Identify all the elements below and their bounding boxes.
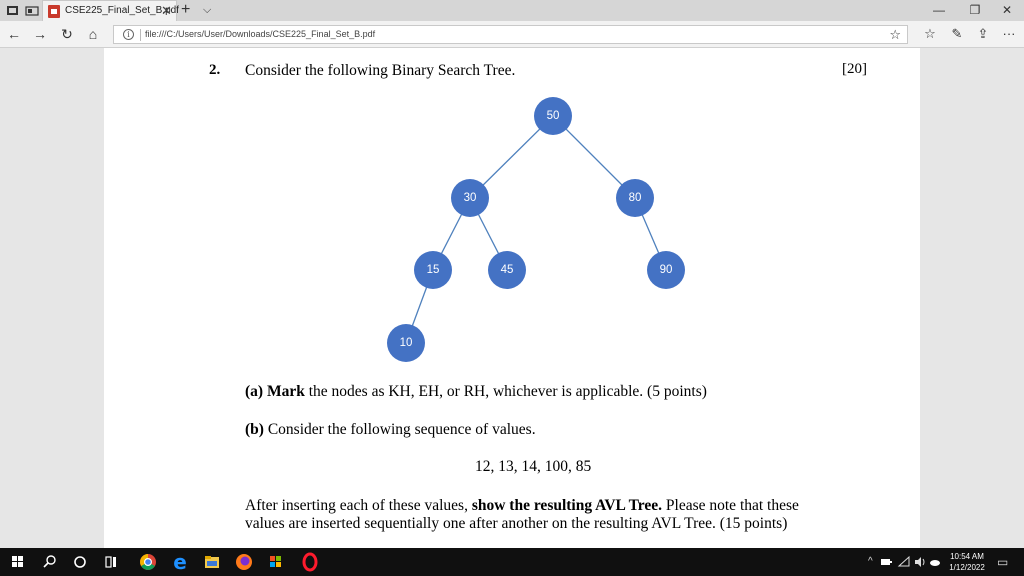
favorite-star-icon[interactable]: ☆ [889,27,901,42]
part-a-text: (a) Mark the nodes as KH, EH, or RH, whi… [245,383,707,401]
chrome-icon[interactable] [132,548,164,576]
tree-node-45 [488,251,526,289]
restore-button[interactable]: ❐ [969,3,981,17]
tree-node-10 [387,324,425,362]
tree-node-90 [647,251,685,289]
pdf-viewer[interactable]: 2. Consider the following Binary Search … [0,48,1024,548]
clock[interactable]: 10:54 AM 1/12/2022 [944,551,990,573]
refresh-button[interactable]: ↻ [61,26,73,42]
tree-node-30 [451,179,489,217]
address-divider [140,29,141,41]
value-sequence: 12, 13, 14, 100, 85 [475,458,592,475]
battery-icon[interactable] [878,548,894,576]
instruction-bold: show the resulting AVL Tree. [471,497,663,514]
clock-date: 1/12/2022 [949,563,985,572]
home-button[interactable]: ⌂ [88,26,98,42]
instruction-pre: After inserting each of these values, [245,497,472,514]
app-tiles-icon[interactable] [260,548,292,576]
wifi-icon[interactable] [896,548,912,576]
instruction-line-1: After inserting each of these values, sh… [245,497,799,515]
address-bar[interactable]: i file:///C:/Users/User/Downloads/CSE225… [113,25,908,44]
svg-text:e: e [173,550,187,574]
tree-node-label-50: 50 [547,110,560,122]
volume-icon[interactable] [912,548,928,576]
part-b-label: (b) [245,421,264,438]
part-a-bold: Mark [266,383,305,400]
active-tab[interactable]: CSE225_Final_Set_B.pdf ✕ [42,0,179,21]
instruction-line-2: values are inserted sequentially one aft… [245,515,788,532]
tree-node-50 [534,97,572,135]
part-b-text: (b) Consider the following sequence of v… [245,421,536,439]
minimize-button[interactable]: — [933,3,945,17]
pdf-icon [48,5,60,18]
part-b-body: Consider the following sequence of value… [263,421,536,438]
binary-search-tree-diagram: 50 30 80 15 45 90 10 [387,97,685,362]
pdf-page: 2. Consider the following Binary Search … [104,48,920,548]
back-button[interactable]: ← [7,26,21,42]
tray-chevron-icon[interactable]: ^ [868,556,873,567]
tree-node-label-45: 45 [501,264,514,276]
url-text[interactable]: file:///C:/Users/User/Downloads/CSE225_F… [145,29,376,39]
close-tab-icon[interactable]: ✕ [161,3,172,18]
part-a-label: (a) [245,383,264,400]
tree-node-15 [414,251,452,289]
share-icon[interactable]: ⇪ [977,26,989,41]
tree-node-label-10: 10 [400,337,413,349]
title-bar: CSE225_Final_Set_B.pdf ✕ + ⌵ — ❐ ✕ [0,0,1024,21]
search-icon[interactable] [34,548,66,576]
tree-edge-50-80 [552,115,636,199]
cortana-icon[interactable] [64,548,96,576]
start-windows-icon[interactable] [2,548,34,576]
close-window-button[interactable]: ✕ [1001,3,1013,17]
firefox-icon[interactable] [228,548,260,576]
new-tab-button[interactable]: + [181,1,191,18]
clock-time: 10:54 AM [950,552,984,561]
tab-preview-icon[interactable] [25,4,39,16]
navigation-bar: ← → ↻ ⌂ i file:///C:/Users/User/Download… [0,21,1024,48]
tree-node-label-90: 90 [660,264,673,276]
instruction-post: Please note that these [662,497,799,514]
forward-button[interactable]: → [33,26,47,42]
taskbar: e ^ 10:54 AM 1/12/2022 ▭ [0,548,1024,576]
tree-node-label-30: 30 [464,192,477,204]
web-notes-icon[interactable]: ✎ [951,26,963,41]
tab-title: CSE225_Final_Set_B.pdf [65,5,179,16]
favorites-list-icon[interactable]: ☆ [924,26,936,41]
part-a-body: the nodes as KH, EH, or RH, whichever is… [304,383,707,400]
more-options-icon[interactable]: ··· [1002,26,1016,41]
tree-node-label-15: 15 [427,264,440,276]
onedrive-cloud-icon[interactable] [928,548,942,576]
task-view-icon[interactable] [96,548,128,576]
tree-node-80 [616,179,654,217]
question-marks: [20] [842,61,867,77]
file-explorer-icon[interactable] [196,548,228,576]
tree-node-label-80: 80 [629,192,642,204]
info-icon[interactable]: i [123,29,134,40]
opera-icon[interactable] [294,548,326,576]
tree-edge-50-30 [469,115,554,199]
action-center-icon[interactable]: ▭ [997,555,1009,569]
window-menu-icon[interactable] [6,4,20,16]
edge-icon[interactable]: e [164,548,196,576]
question-number: 2. [209,62,221,78]
question-text: Consider the following Binary Search Tre… [245,62,516,79]
tab-dropdown-icon[interactable]: ⌵ [203,4,212,16]
